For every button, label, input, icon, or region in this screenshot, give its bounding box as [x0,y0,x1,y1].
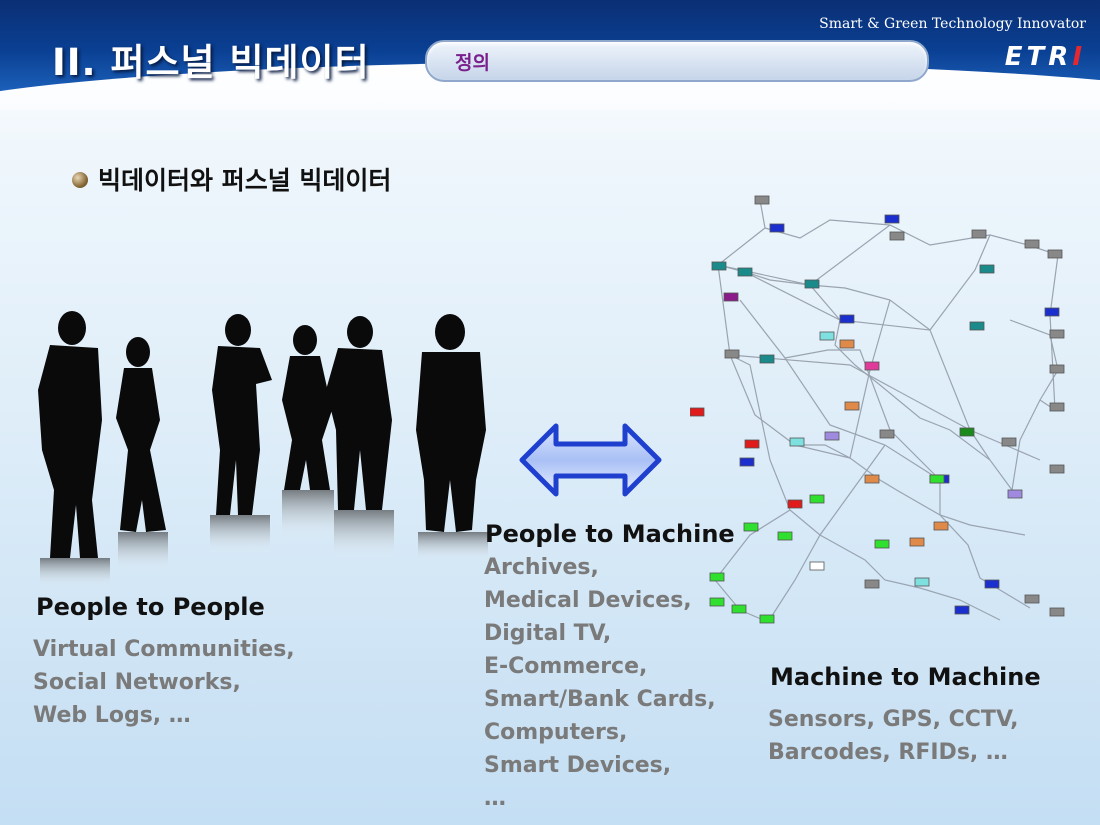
double-arrow-icon [519,423,662,497]
p2p-heading: People to People [36,593,265,621]
list-item: Barcodes, RFIDs, … [768,740,1008,765]
list-item: Archives, [484,555,599,580]
slide-subtitle: 빅데이터와 퍼스널 빅데이터 [98,166,392,195]
p2p-items: Virtual Communities, Social Networks, We… [33,633,295,732]
list-item: Digital TV, [484,621,612,646]
list-item: … [484,786,506,811]
sensor-network-graph [690,195,1065,624]
slide-title: II. 퍼스널 빅데이터 [52,41,370,84]
m2m-items: Sensors, GPS, CCTV, Barcodes, RFIDs, … [768,703,1019,769]
list-item: Social Networks, [33,670,241,695]
section-label: 정의 [455,52,490,74]
list-item: Sensors, GPS, CCTV, [768,707,1019,732]
p2m-items: Archives, Medical Devices, Digital TV, E… [484,551,716,815]
etri-tagline: Smart & Green Technology Innovator [819,16,1086,32]
list-item: Virtual Communities, [33,637,295,662]
list-item: Web Logs, … [33,703,191,728]
list-item: Computers, [484,720,628,745]
bullet-icon [72,172,88,188]
header-banner: II. 퍼스널 빅데이터 정의 Smart & Green Technology… [0,0,1100,110]
p2m-heading: People to Machine [485,520,735,548]
people-silhouettes [38,311,488,588]
list-item: Medical Devices, [484,588,692,613]
etri-logo: ETRI [1004,42,1086,72]
m2m-heading: Machine to Machine [770,663,1041,691]
list-item: Smart/Bank Cards, [484,687,716,712]
section-pill: 정의 [425,40,929,82]
list-item: Smart Devices, [484,753,672,778]
list-item: E-Commerce, [484,654,648,679]
